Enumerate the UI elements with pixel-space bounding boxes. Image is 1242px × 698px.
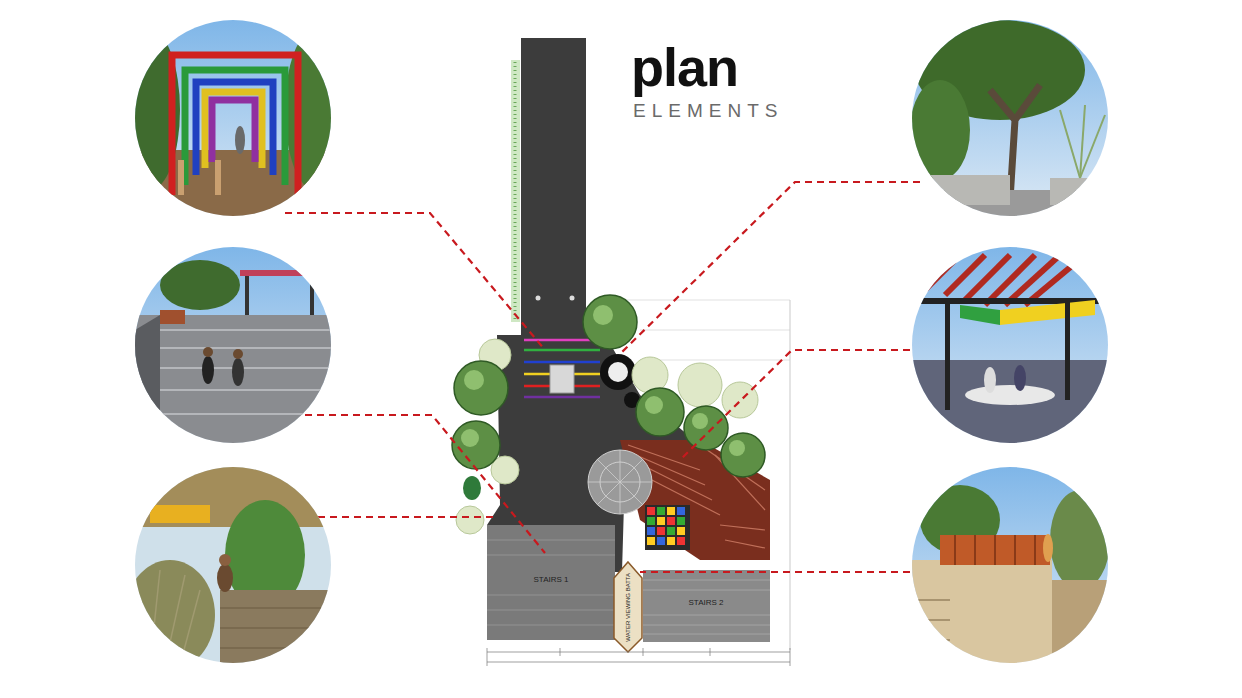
area-label: STAIRS 1 — [532, 575, 571, 586]
leader-lines — [285, 182, 922, 572]
brand-subtitle: ELEMENTS — [633, 101, 783, 122]
brand-title: plan — [631, 38, 738, 97]
area-label: STAIRS 2 — [687, 598, 726, 609]
area-label: WATER VIEWING BATTA — [625, 573, 632, 642]
